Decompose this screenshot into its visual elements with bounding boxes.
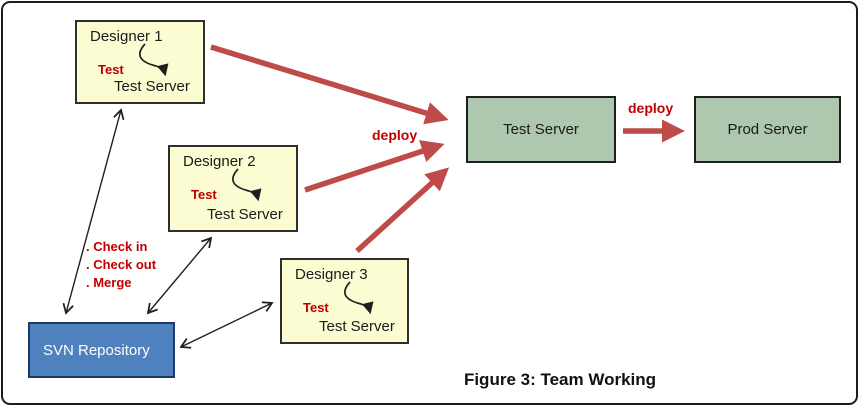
- designer3-test-server-label: Test Server: [319, 318, 395, 335]
- designer1-test-server-label: Test Server: [114, 78, 190, 95]
- designer3-box: Designer 3 Test Test Server: [280, 258, 409, 344]
- deploy-label-designers: deploy: [372, 127, 418, 143]
- test-server-label: Test Server: [503, 121, 579, 138]
- figure-caption: Figure 3: Team Working: [463, 370, 657, 389]
- designer1-test-label: Test: [98, 62, 124, 77]
- svn-action-check-in: . Check in: [86, 239, 148, 254]
- svn-repository-box: SVN Repository: [28, 322, 175, 378]
- designer2-title: Designer 2: [183, 153, 256, 170]
- prod-server-box: Prod Server: [694, 96, 841, 163]
- deploy-label-prod: deploy: [628, 100, 674, 116]
- svn-action-merge: . Merge: [86, 275, 132, 290]
- designer1-box: Designer 1 Test Test Server: [75, 20, 205, 104]
- test-server-box: Test Server: [466, 96, 616, 163]
- svn-repository-label: SVN Repository: [43, 341, 150, 359]
- svn-actions-list: . Check in . Check out . Merge: [86, 238, 156, 292]
- designer1-title: Designer 1: [90, 28, 163, 45]
- designer3-title: Designer 3: [295, 266, 368, 283]
- prod-server-label: Prod Server: [727, 121, 808, 138]
- designer2-test-label: Test: [191, 187, 217, 202]
- designer2-box: Designer 2 Test Test Server: [168, 145, 298, 232]
- designer3-test-label: Test: [303, 300, 329, 315]
- svn-action-check-out: . Check out: [86, 257, 157, 272]
- designer2-test-server-label: Test Server: [207, 206, 283, 223]
